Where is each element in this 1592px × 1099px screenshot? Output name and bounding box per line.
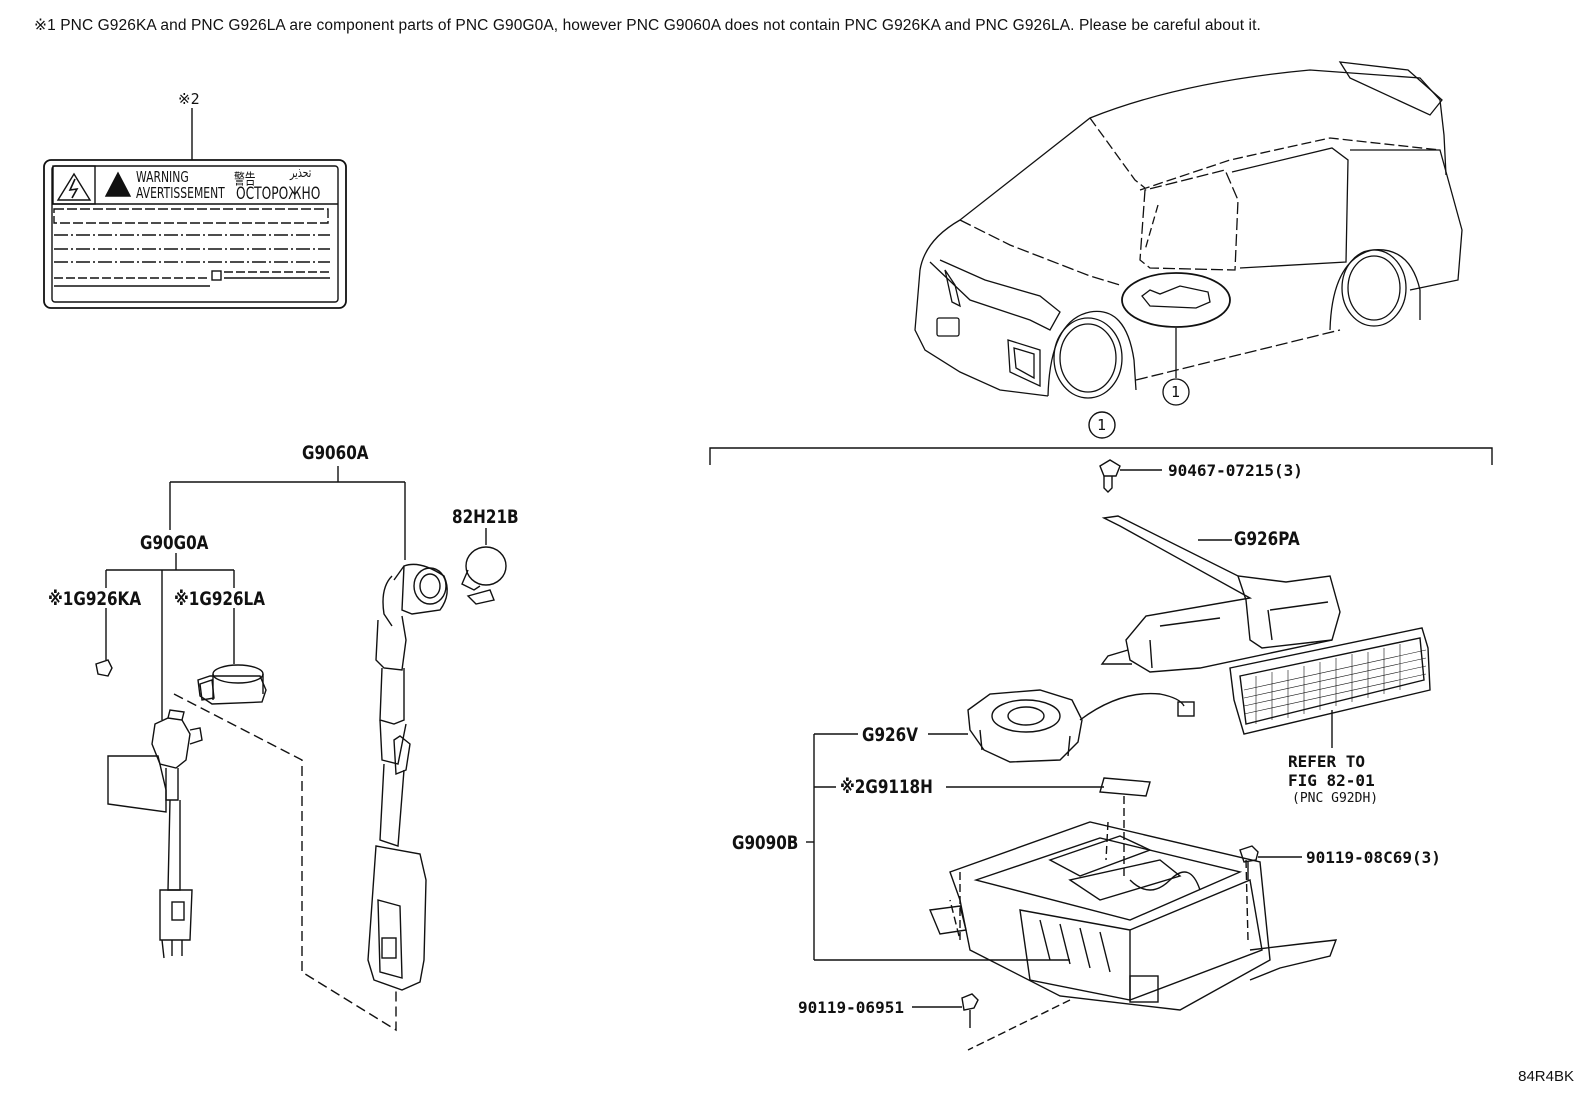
key-cap-part — [95, 659, 113, 677]
part-label-g926la: ※1G926LA — [174, 588, 266, 610]
warning-triangle-icon — [104, 171, 132, 197]
g9090b-bracket-lines — [806, 733, 1070, 961]
sticker-warning-text: WARNING — [136, 168, 189, 186]
clip-fastener — [1099, 459, 1162, 493]
part-label-g926v: G926V — [862, 724, 918, 746]
callout-circle-2 — [1088, 411, 1116, 439]
g9060a-tree-lines — [105, 466, 487, 720]
charging-cable-part — [367, 563, 448, 991]
assembly-bracket — [709, 411, 1493, 465]
part-label-90467-07215: 90467-07215(3) — [1168, 461, 1303, 480]
sticker-cjk-text: 警告 — [234, 170, 256, 188]
harness-connector-part — [107, 709, 203, 959]
sticker-marker: ※2 — [178, 90, 200, 108]
sticker-cyrillic-text: ОСТОРОЖНО — [236, 184, 321, 204]
illustration-code: 84R4BK — [1518, 1068, 1574, 1085]
callout-number-section: 1 — [1097, 416, 1107, 434]
high-voltage-icon — [56, 172, 92, 201]
warning-label-sticker — [43, 108, 347, 309]
refer-to-line3: (PNC G92DH) — [1292, 791, 1379, 806]
part-label-g90g0a: G90G0A — [140, 532, 209, 554]
part-label-90119-06951: 90119-06951 — [798, 998, 904, 1017]
part-label-82h21b: 82H21B — [452, 506, 519, 528]
highlight-ellipse — [1121, 272, 1231, 328]
sticker-avertissement-text: AVERTISSEMENT — [136, 184, 225, 202]
vehicle-van-illustration — [914, 61, 1463, 406]
refer-to-line1: REFER TO — [1288, 752, 1366, 771]
duct-part — [1100, 515, 1341, 673]
bolt-fastener-2 — [912, 993, 979, 1028]
part-label-g9060a: G9060A — [302, 442, 369, 464]
callout-circle — [1162, 378, 1190, 406]
sticker-arabic-text: تحذير — [290, 166, 312, 181]
power-unit-part — [929, 821, 1338, 1051]
connector-cap-part — [197, 664, 267, 705]
part-label-g9118h: ※2G9118H — [840, 776, 933, 798]
part-label-g926pa: G926PA — [1234, 528, 1300, 550]
blower-fan-part — [928, 689, 1195, 763]
bolt-fastener-1 — [1239, 845, 1302, 880]
refer-to-line2: FIG 82-01 — [1288, 771, 1375, 790]
dashed-leader-line — [173, 693, 397, 1032]
part-label-g9090b: G9090B — [732, 832, 799, 854]
callout-number-vehicle: 1 — [1171, 383, 1181, 401]
filter-grille — [1229, 627, 1431, 748]
footnote-text: ※1 PNC G926KA and PNC G926LA are compone… — [34, 17, 1261, 34]
part-label-g926ka: ※1G926KA — [48, 588, 142, 610]
protective-cap-part — [461, 546, 507, 605]
part-label-90119-08c69: 90119-08C69(3) — [1306, 848, 1441, 867]
